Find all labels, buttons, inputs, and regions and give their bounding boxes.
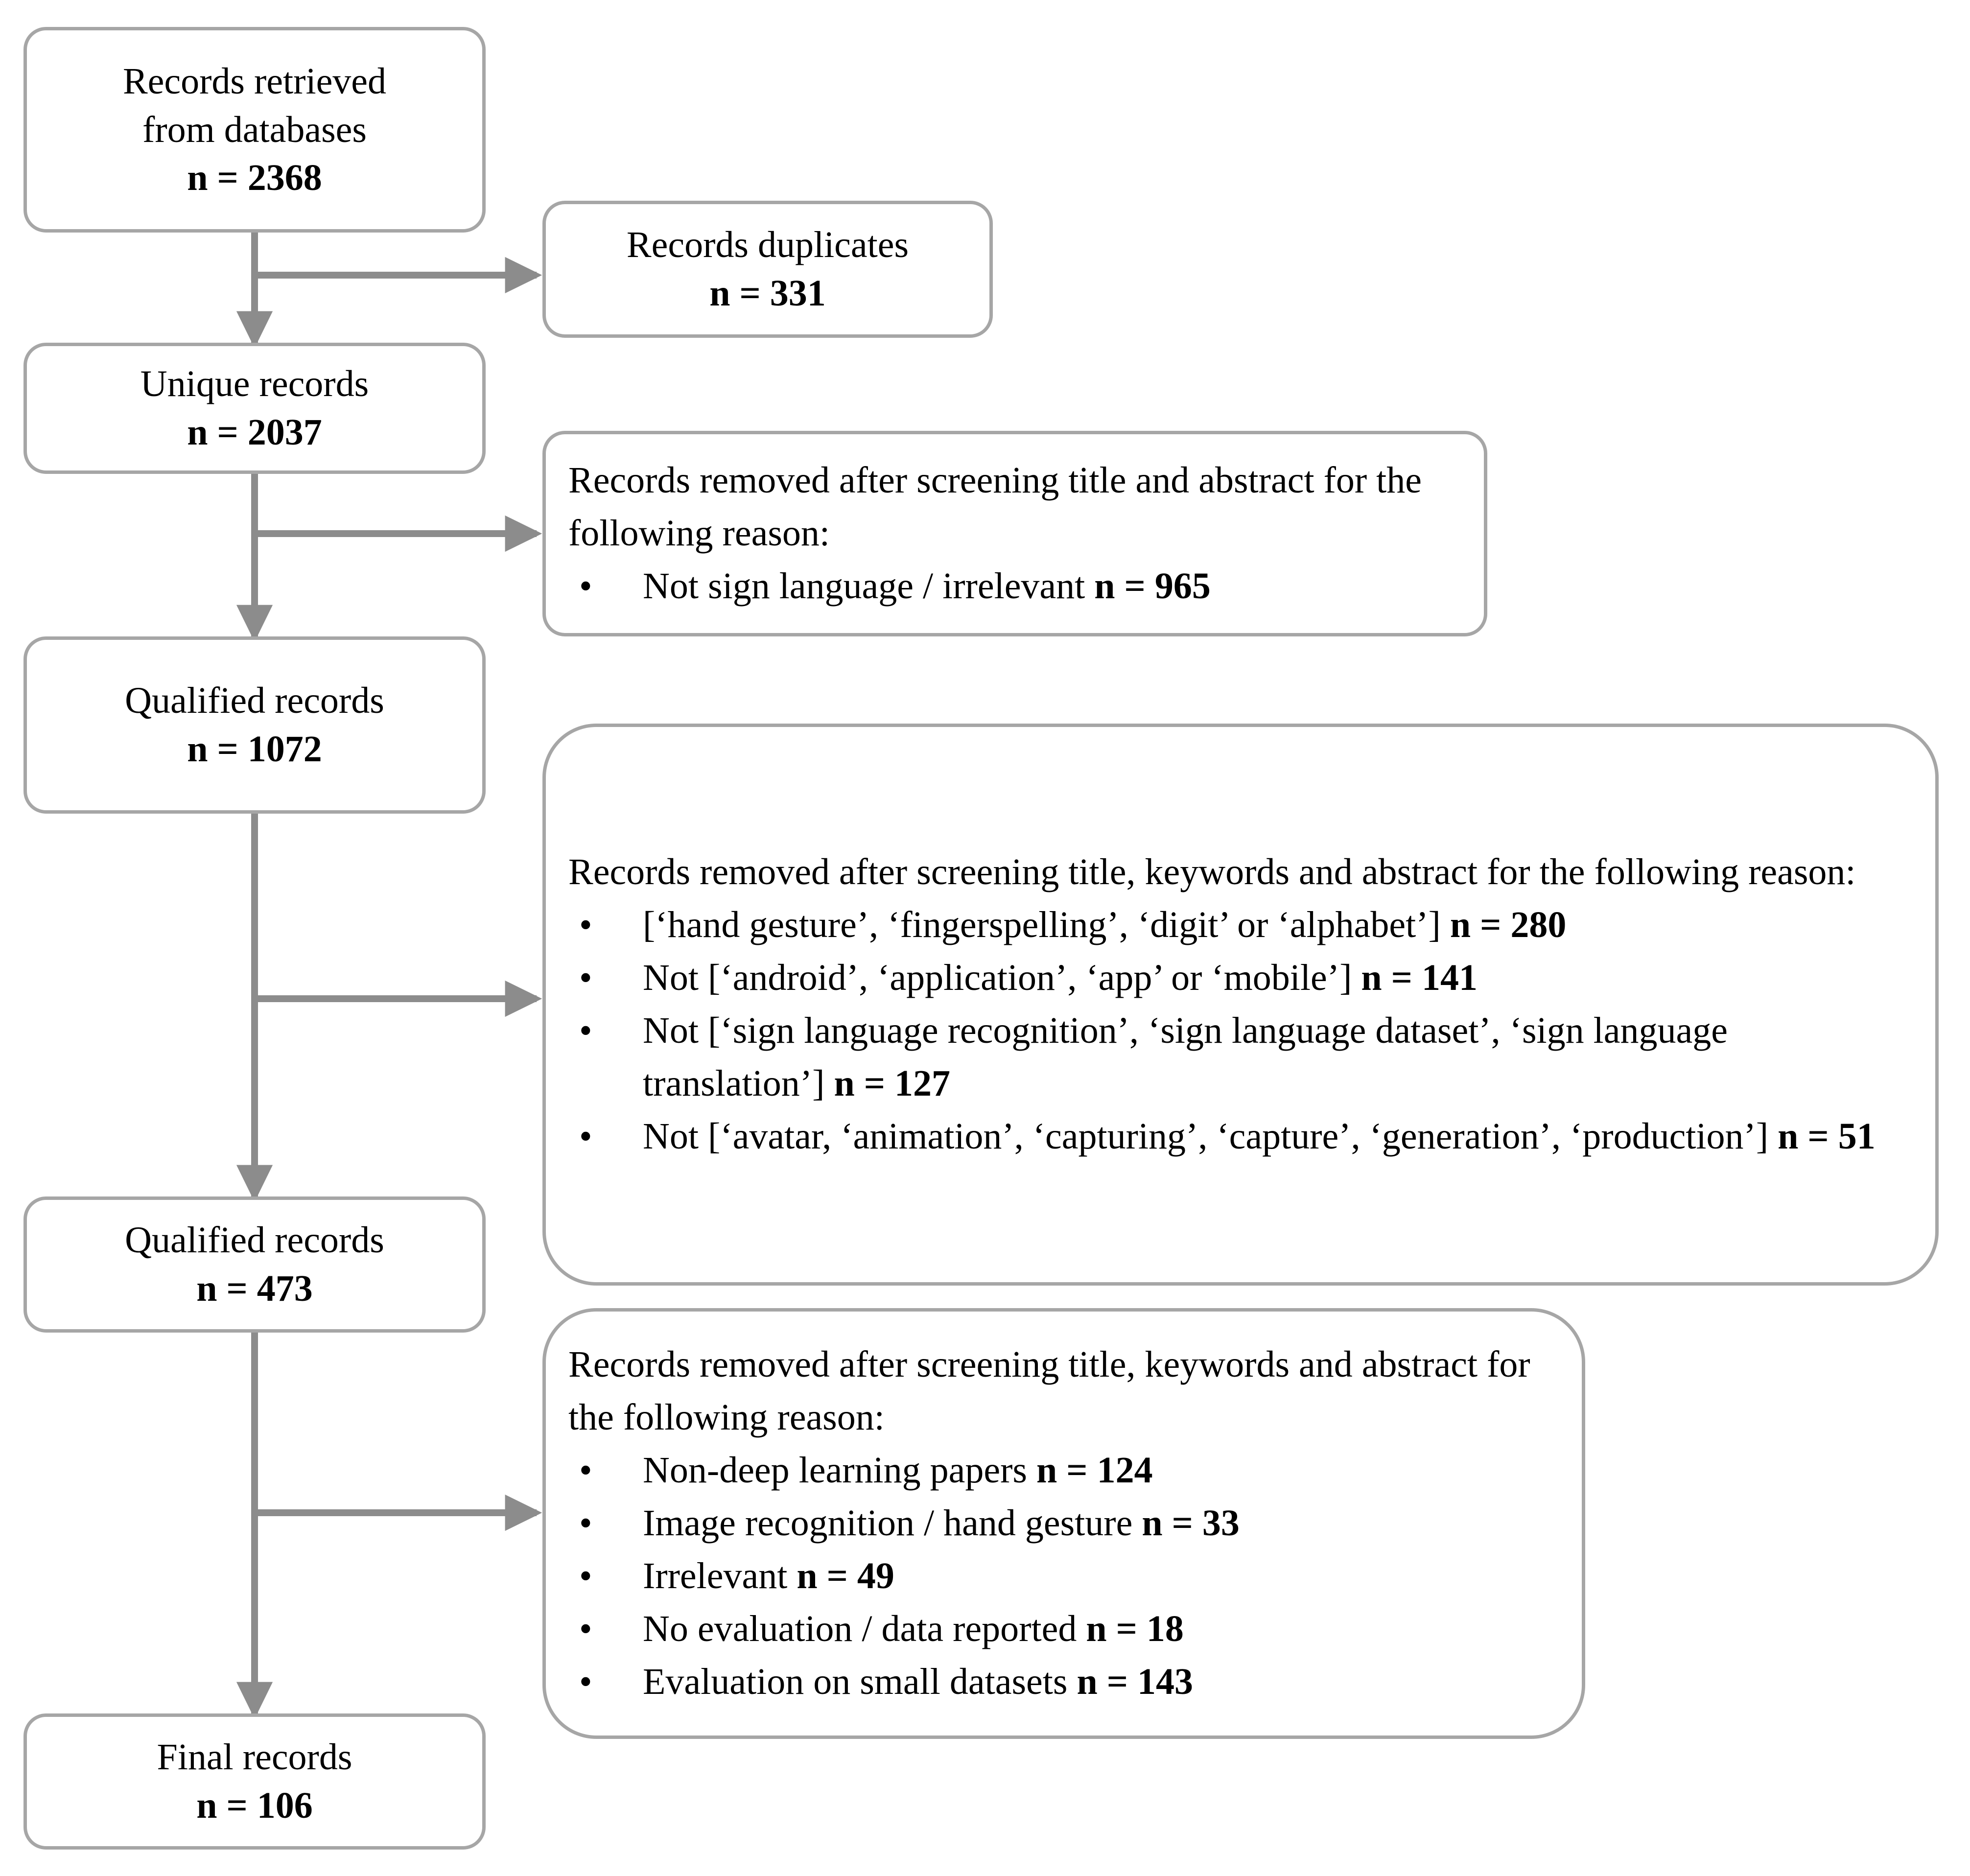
bullet-text: No evaluation / data reported (643, 1608, 1086, 1649)
panel-bullet-item: • Not sign language / irrelevant n = 965 (568, 560, 1464, 613)
flow-node-line1: Qualified records (125, 680, 384, 722)
flow-node-count: n = 106 (196, 1785, 313, 1826)
panel-bullet-item: • Not [‘android’, ‘application’, ‘app’ or… (568, 952, 1916, 1005)
panel-bullet-list: • [‘hand gesture’, ‘fingerspelling’, ‘dig… (568, 899, 1916, 1163)
bullet-dot-icon: • (579, 565, 592, 607)
bullet-dot-icon: • (579, 1661, 592, 1702)
exclusion-panel-removed-keywords-2: Records removed after screening title, k… (542, 1308, 1585, 1739)
flow-node-count: n = 2037 (187, 412, 322, 453)
flow-node-line1: Records retrieved (122, 60, 387, 102)
connector-qualified1-to-qualified2 (236, 814, 542, 1202)
panel-bullet-item: • Not [‘avatar, ‘animation’, ‘capturing’,… (568, 1110, 1916, 1163)
panel-heading: Records removed after screening title an… (568, 460, 1431, 554)
panel-bullet-item: • Evaluation on small datasets n = 143 (568, 1656, 1562, 1709)
bullet-dot-icon: • (579, 1555, 592, 1596)
bullet-count: n = 33 (1142, 1502, 1240, 1544)
bullet-dot-icon: • (579, 1115, 592, 1157)
bullet-text: Not sign language / irrelevant (643, 565, 1095, 607)
panel-bullet-item: • No evaluation / data reported n = 18 (568, 1603, 1562, 1656)
exclusion-panel-records-duplicates: Records duplicates n = 331 (542, 201, 993, 338)
connector-unique-to-qualified1 (236, 474, 542, 642)
panel-bullet-item: • [‘hand gesture’, ‘fingerspelling’, ‘dig… (568, 899, 1916, 952)
bullet-dot-icon: • (579, 1450, 592, 1491)
flow-node-count: n = 2368 (187, 157, 322, 199)
flow-node-qualified-records-2: Qualified records n = 473 (23, 1196, 486, 1333)
bullet-count: n = 965 (1094, 565, 1211, 607)
flow-node-line1: Qualified records (125, 1219, 384, 1261)
bullet-text: Non-deep learning papers (643, 1450, 1037, 1491)
panel-bullet-item: • Non-deep learning papers n = 124 (568, 1444, 1562, 1497)
panel-heading: Records removed after screening title, k… (568, 1344, 1540, 1438)
bullet-count: n = 143 (1077, 1661, 1194, 1702)
bullet-text: Not [‘avatar, ‘animation’, ‘capturing’, … (643, 1115, 1778, 1157)
bullet-text: Evaluation on small datasets (643, 1661, 1077, 1702)
bullet-text: Irrelevant (643, 1555, 797, 1596)
connector-qualified2-to-final (236, 1333, 542, 1719)
panel-bullet-item: • Not [‘sign language recognition’, ‘sign… (568, 1005, 1916, 1110)
bullet-text: Not [‘sign language recognition’, ‘sign … (643, 1010, 1728, 1104)
flow-node-qualified-records-1: Qualified records n = 1072 (23, 636, 486, 814)
flow-node-final-records: Final records n = 106 (23, 1713, 486, 1850)
bullet-dot-icon: • (579, 1502, 592, 1544)
bullet-count: n = 141 (1361, 957, 1478, 999)
flow-node-records-retrieved: Records retrieved from databases n = 236… (23, 27, 486, 233)
bullet-text: [‘hand gesture’, ‘fingerspelling’, ‘digi… (643, 904, 1450, 946)
bullet-dot-icon: • (579, 1608, 592, 1649)
bullet-dot-icon: • (579, 904, 592, 946)
bullet-count: n = 49 (797, 1555, 894, 1596)
exclusion-panel-removed-keywords-1: Records removed after screening title, k… (542, 724, 1939, 1286)
bullet-count: n = 127 (834, 1062, 951, 1104)
panel-count: n = 331 (709, 273, 826, 314)
flow-node-count: n = 1072 (187, 728, 322, 770)
bullet-text: Image recognition / hand gesture (643, 1502, 1142, 1544)
panel-bullet-list: • Non-deep learning papers n = 124 • Image… (568, 1444, 1562, 1709)
panel-heading: Records removed after screening title, k… (568, 851, 1856, 893)
exclusion-panel-removed-title-abstract: Records removed after screening title an… (542, 431, 1487, 636)
flow-node-line1: Unique records (140, 363, 369, 405)
panel-bullet-item: • Image recognition / hand gesture n = 33 (568, 1497, 1562, 1550)
flow-node-line2: from databases (142, 109, 367, 150)
bullet-dot-icon: • (579, 957, 592, 999)
bullet-count: n = 18 (1086, 1608, 1184, 1649)
bullet-count: n = 51 (1778, 1115, 1876, 1157)
bullet-count: n = 280 (1450, 904, 1567, 946)
bullet-count: n = 124 (1036, 1450, 1153, 1491)
flow-node-unique-records: Unique records n = 2037 (23, 343, 486, 474)
panel-bullet-list: • Not sign language / irrelevant n = 965 (568, 560, 1464, 613)
panel-bullet-item: • Irrelevant n = 49 (568, 1550, 1562, 1603)
panel-heading: Records duplicates (626, 224, 909, 266)
bullet-text: Not [‘android’, ‘application’, ‘app’ or … (643, 957, 1361, 999)
flow-node-count: n = 473 (196, 1268, 313, 1309)
connector-retrieved-to-unique (236, 233, 542, 349)
flow-node-line1: Final records (157, 1736, 352, 1778)
bullet-dot-icon: • (579, 1010, 592, 1051)
